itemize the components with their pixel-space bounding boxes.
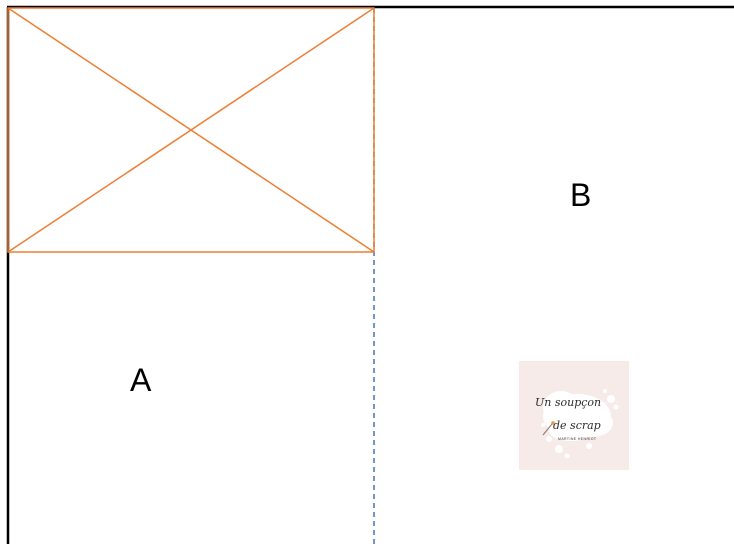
logo-text-line-2: de scrap [553, 419, 601, 432]
panel-label-b: B [570, 177, 592, 213]
panel-label-a: A [130, 362, 152, 398]
logo-text-line-1: Un soupçon [535, 396, 602, 409]
image-placeholder-diagonal-2 [7, 7, 375, 253]
logo-text-line-3: MARTINE HENRIOT [558, 437, 597, 441]
image-placeholder-box [7, 7, 375, 253]
brand-logo: Un soupçon de scrap MARTINE HENRIOT [519, 361, 629, 470]
logo-splash-graphic [541, 389, 619, 459]
image-placeholder-icon [7, 7, 375, 253]
